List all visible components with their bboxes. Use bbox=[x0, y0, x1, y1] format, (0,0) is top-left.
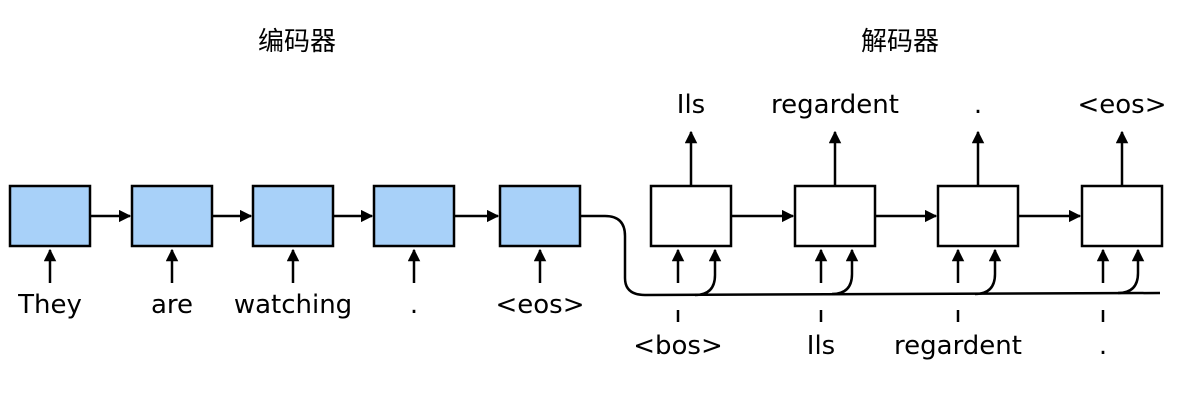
encoder-input-arrows bbox=[43, 248, 547, 283]
encoder-title: 编码器 bbox=[258, 27, 336, 57]
decoder-outputs: Ils regardent . <eos> bbox=[677, 90, 1167, 120]
encoder-token: <eos> bbox=[495, 290, 584, 320]
context-branch-4 bbox=[1117, 248, 1145, 295]
decoder-input-ticks bbox=[676, 310, 1105, 322]
encoder-token: are bbox=[151, 290, 193, 320]
decoder-cell-3 bbox=[936, 184, 1020, 248]
decoder-output-token: regardent bbox=[771, 90, 899, 120]
decoder-input-token: regardent bbox=[894, 331, 1022, 361]
decoder-input-arrows bbox=[671, 248, 1110, 283]
decoder-inputs: <bos> Ils regardent . bbox=[633, 331, 1107, 361]
encoder-cell-1 bbox=[8, 184, 92, 248]
context-branch-3 bbox=[974, 248, 1002, 296]
decoder-output-token: . bbox=[974, 90, 982, 120]
decoder-cell-1 bbox=[649, 184, 733, 248]
decoder-input-token: . bbox=[1099, 331, 1107, 361]
decoder-cells bbox=[649, 184, 1164, 248]
decoder-output-token: <eos> bbox=[1077, 90, 1166, 120]
context-vector-path bbox=[580, 214, 1161, 297]
encoder-token: They bbox=[17, 290, 82, 320]
context-branches bbox=[694, 248, 1145, 297]
decoder-cell-2 bbox=[793, 184, 877, 248]
context-branch-1 bbox=[694, 248, 722, 297]
decoder-title: 解码器 bbox=[861, 27, 939, 57]
encoder-cell-5 bbox=[498, 184, 582, 248]
encoder-cell-3 bbox=[251, 184, 335, 248]
decoder-output-token: Ils bbox=[677, 90, 705, 120]
encoder-cell-4 bbox=[372, 184, 456, 248]
decoder-input-token: <bos> bbox=[633, 331, 723, 361]
encoder-token: . bbox=[410, 290, 418, 320]
encoder-cell-2 bbox=[130, 184, 214, 248]
decoder-output-arrows bbox=[684, 130, 1129, 186]
encoder-cells bbox=[8, 184, 582, 248]
context-branch-2 bbox=[831, 248, 859, 296]
encoder-tokens: They are watching . <eos> bbox=[17, 290, 584, 320]
encoder-token: watching bbox=[234, 290, 352, 320]
decoder-cell-4 bbox=[1080, 184, 1164, 248]
decoder-input-token: Ils bbox=[807, 331, 835, 361]
